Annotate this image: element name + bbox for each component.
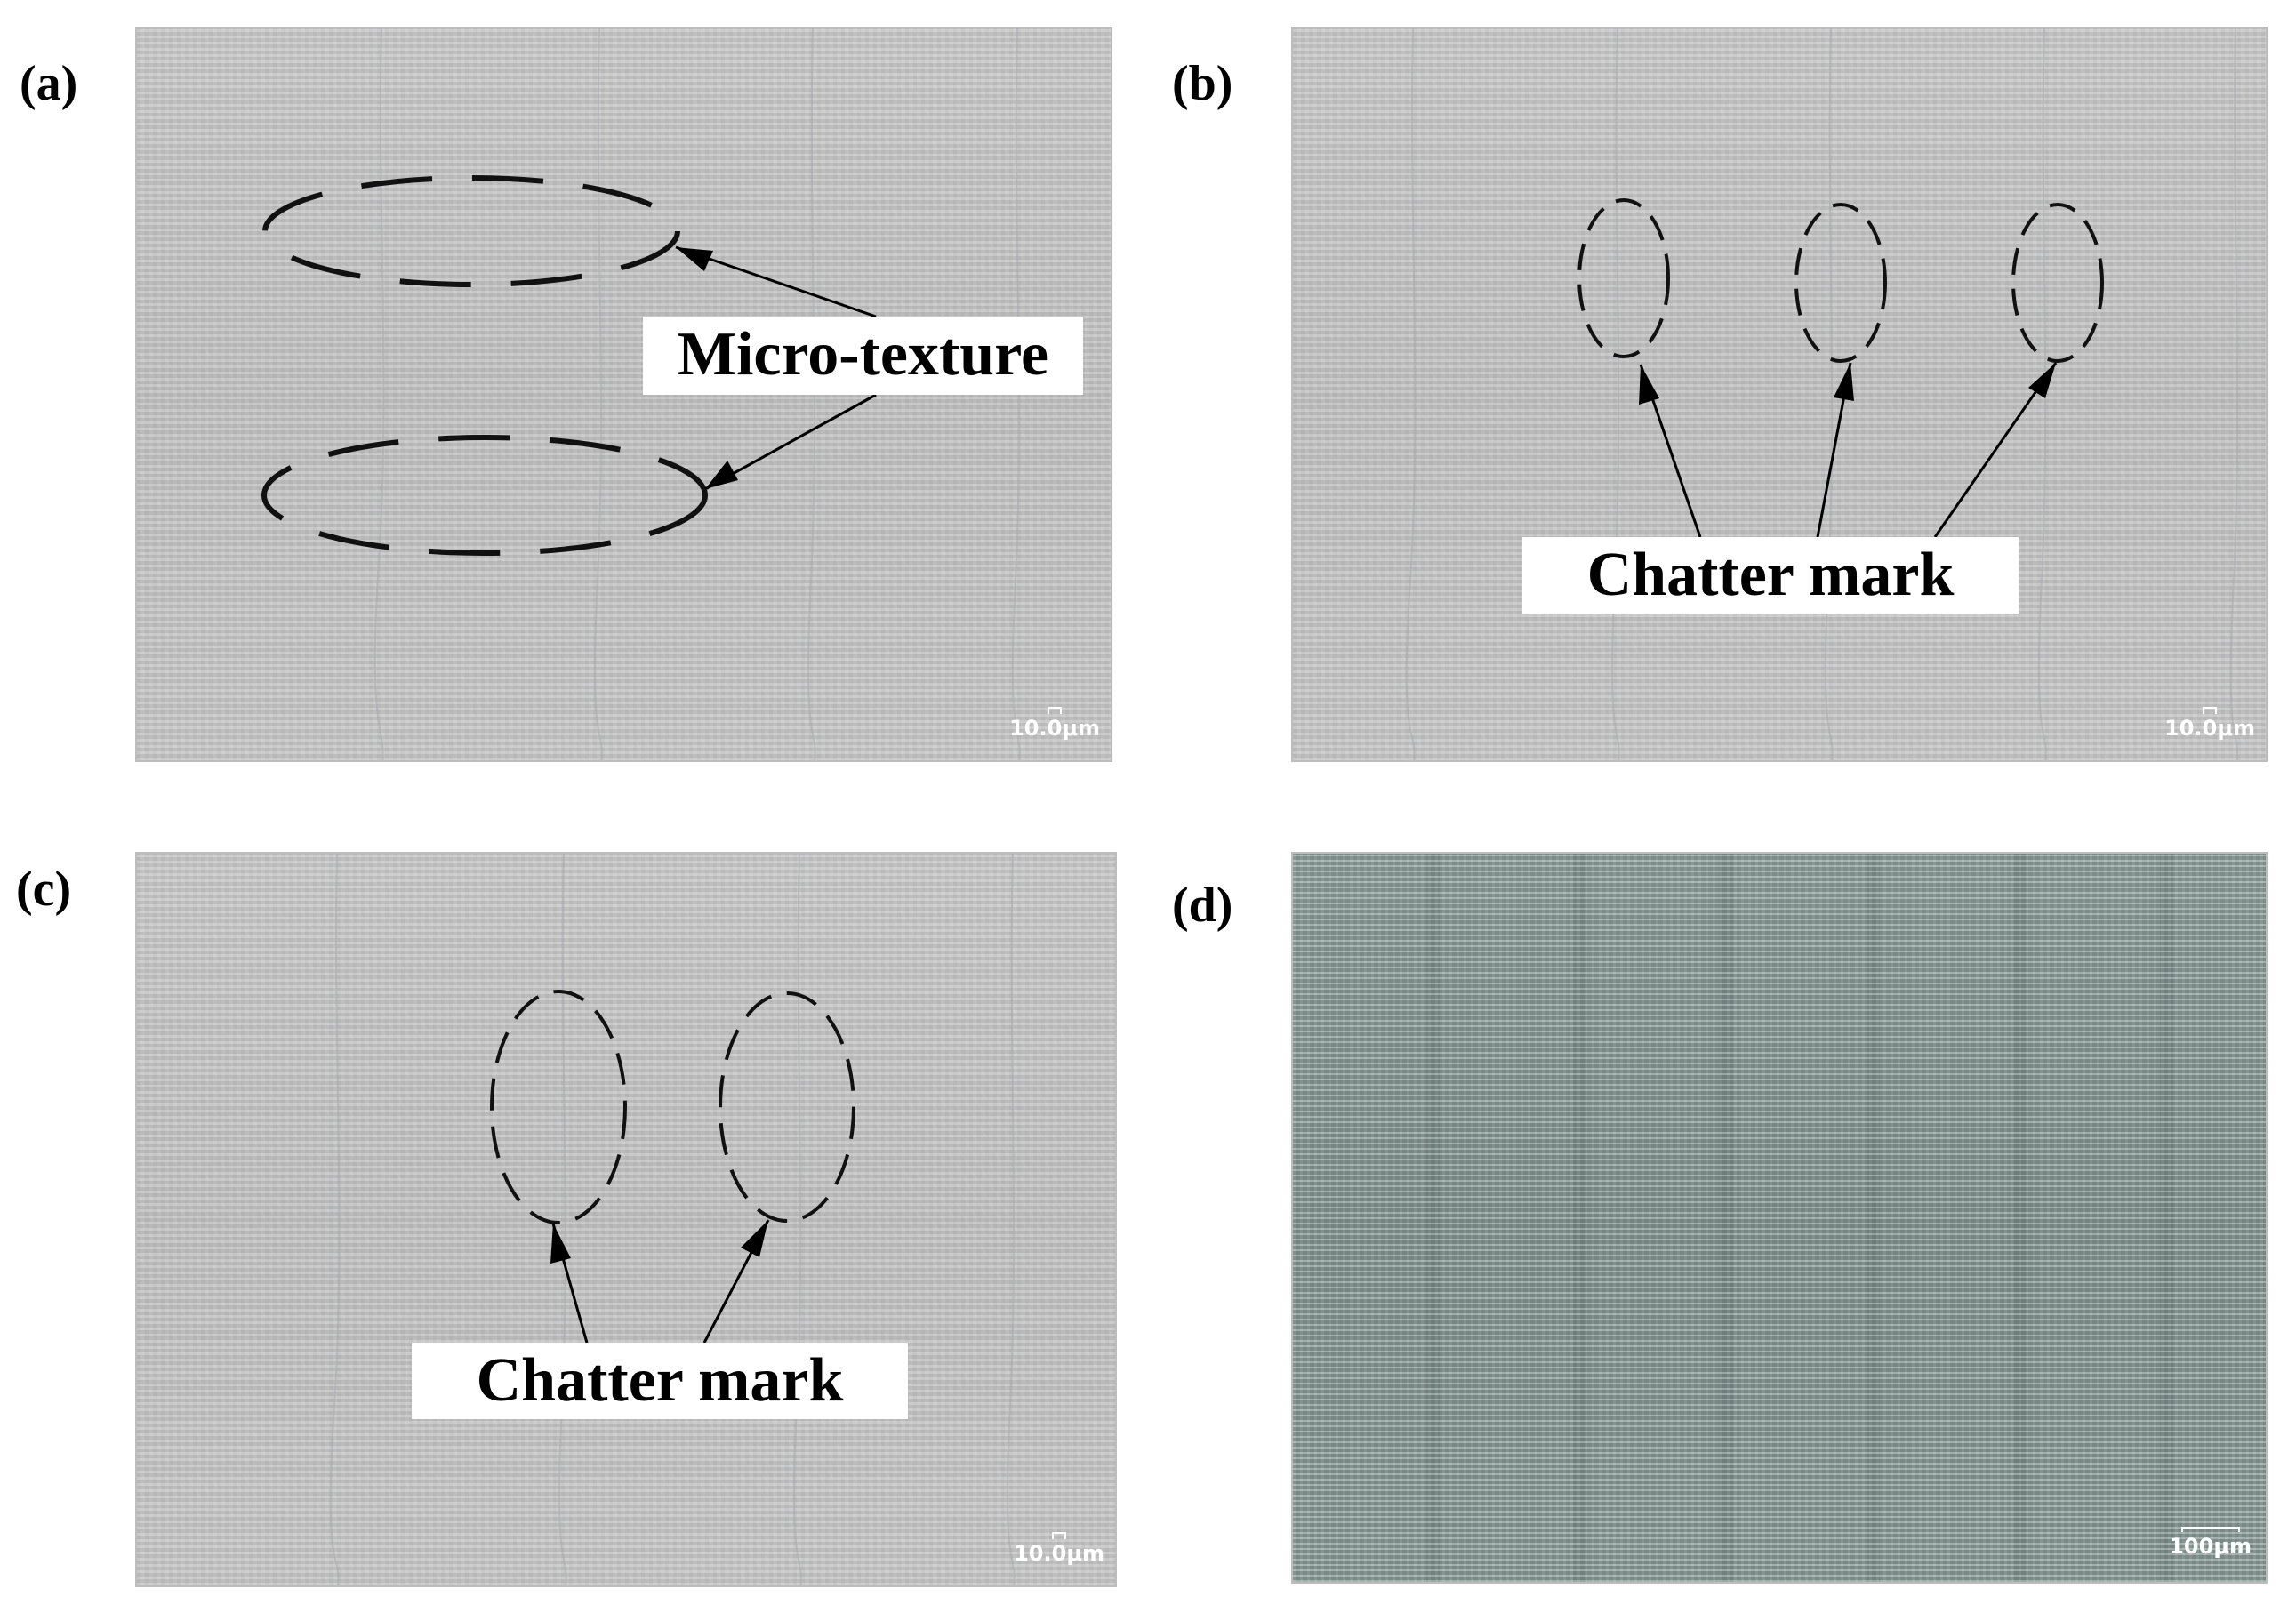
scale-bar-d: 100μm [2169, 1527, 2252, 1559]
panel-label-c: (c) [16, 862, 72, 917]
panel-label-a: (a) [20, 56, 78, 111]
micrograph-b-texture [1405, 28, 2239, 760]
scale-bar-a: 10.0μm [1009, 707, 1100, 741]
micrograph-d: 100μm [1291, 852, 2268, 1584]
scale-bar-d-label: 100μm [2169, 1534, 2252, 1559]
scale-bar-c-label: 10.0μm [1014, 1541, 1104, 1566]
scale-bar-d-tick [2180, 1527, 2240, 1532]
scale-bar-b-label: 10.0μm [2164, 716, 2255, 741]
scale-bar-b-tick [2203, 707, 2218, 714]
scale-bar-a-tick [1048, 707, 1063, 714]
scale-bar-b: 10.0μm [2164, 707, 2255, 741]
callout-chatter-mark-b: Chatter mark [1522, 537, 2019, 614]
callout-micro-texture: Micro-texture [643, 317, 1083, 395]
micrograph-a-texture [373, 28, 1021, 760]
scale-bar-c-tick [1052, 1532, 1067, 1539]
scale-bar-a-label: 10.0μm [1009, 716, 1100, 741]
callout-chatter-mark-c: Chatter mark [412, 1343, 908, 1419]
micrograph-c-texture [329, 854, 1016, 1585]
panel-label-b: (b) [1172, 56, 1233, 111]
panel-label-d: (d) [1172, 878, 1233, 933]
micrograph-c: 10.0μm [135, 852, 1117, 1587]
scale-bar-c: 10.0μm [1014, 1532, 1104, 1566]
micrograph-b: 10.0μm [1291, 27, 2268, 762]
